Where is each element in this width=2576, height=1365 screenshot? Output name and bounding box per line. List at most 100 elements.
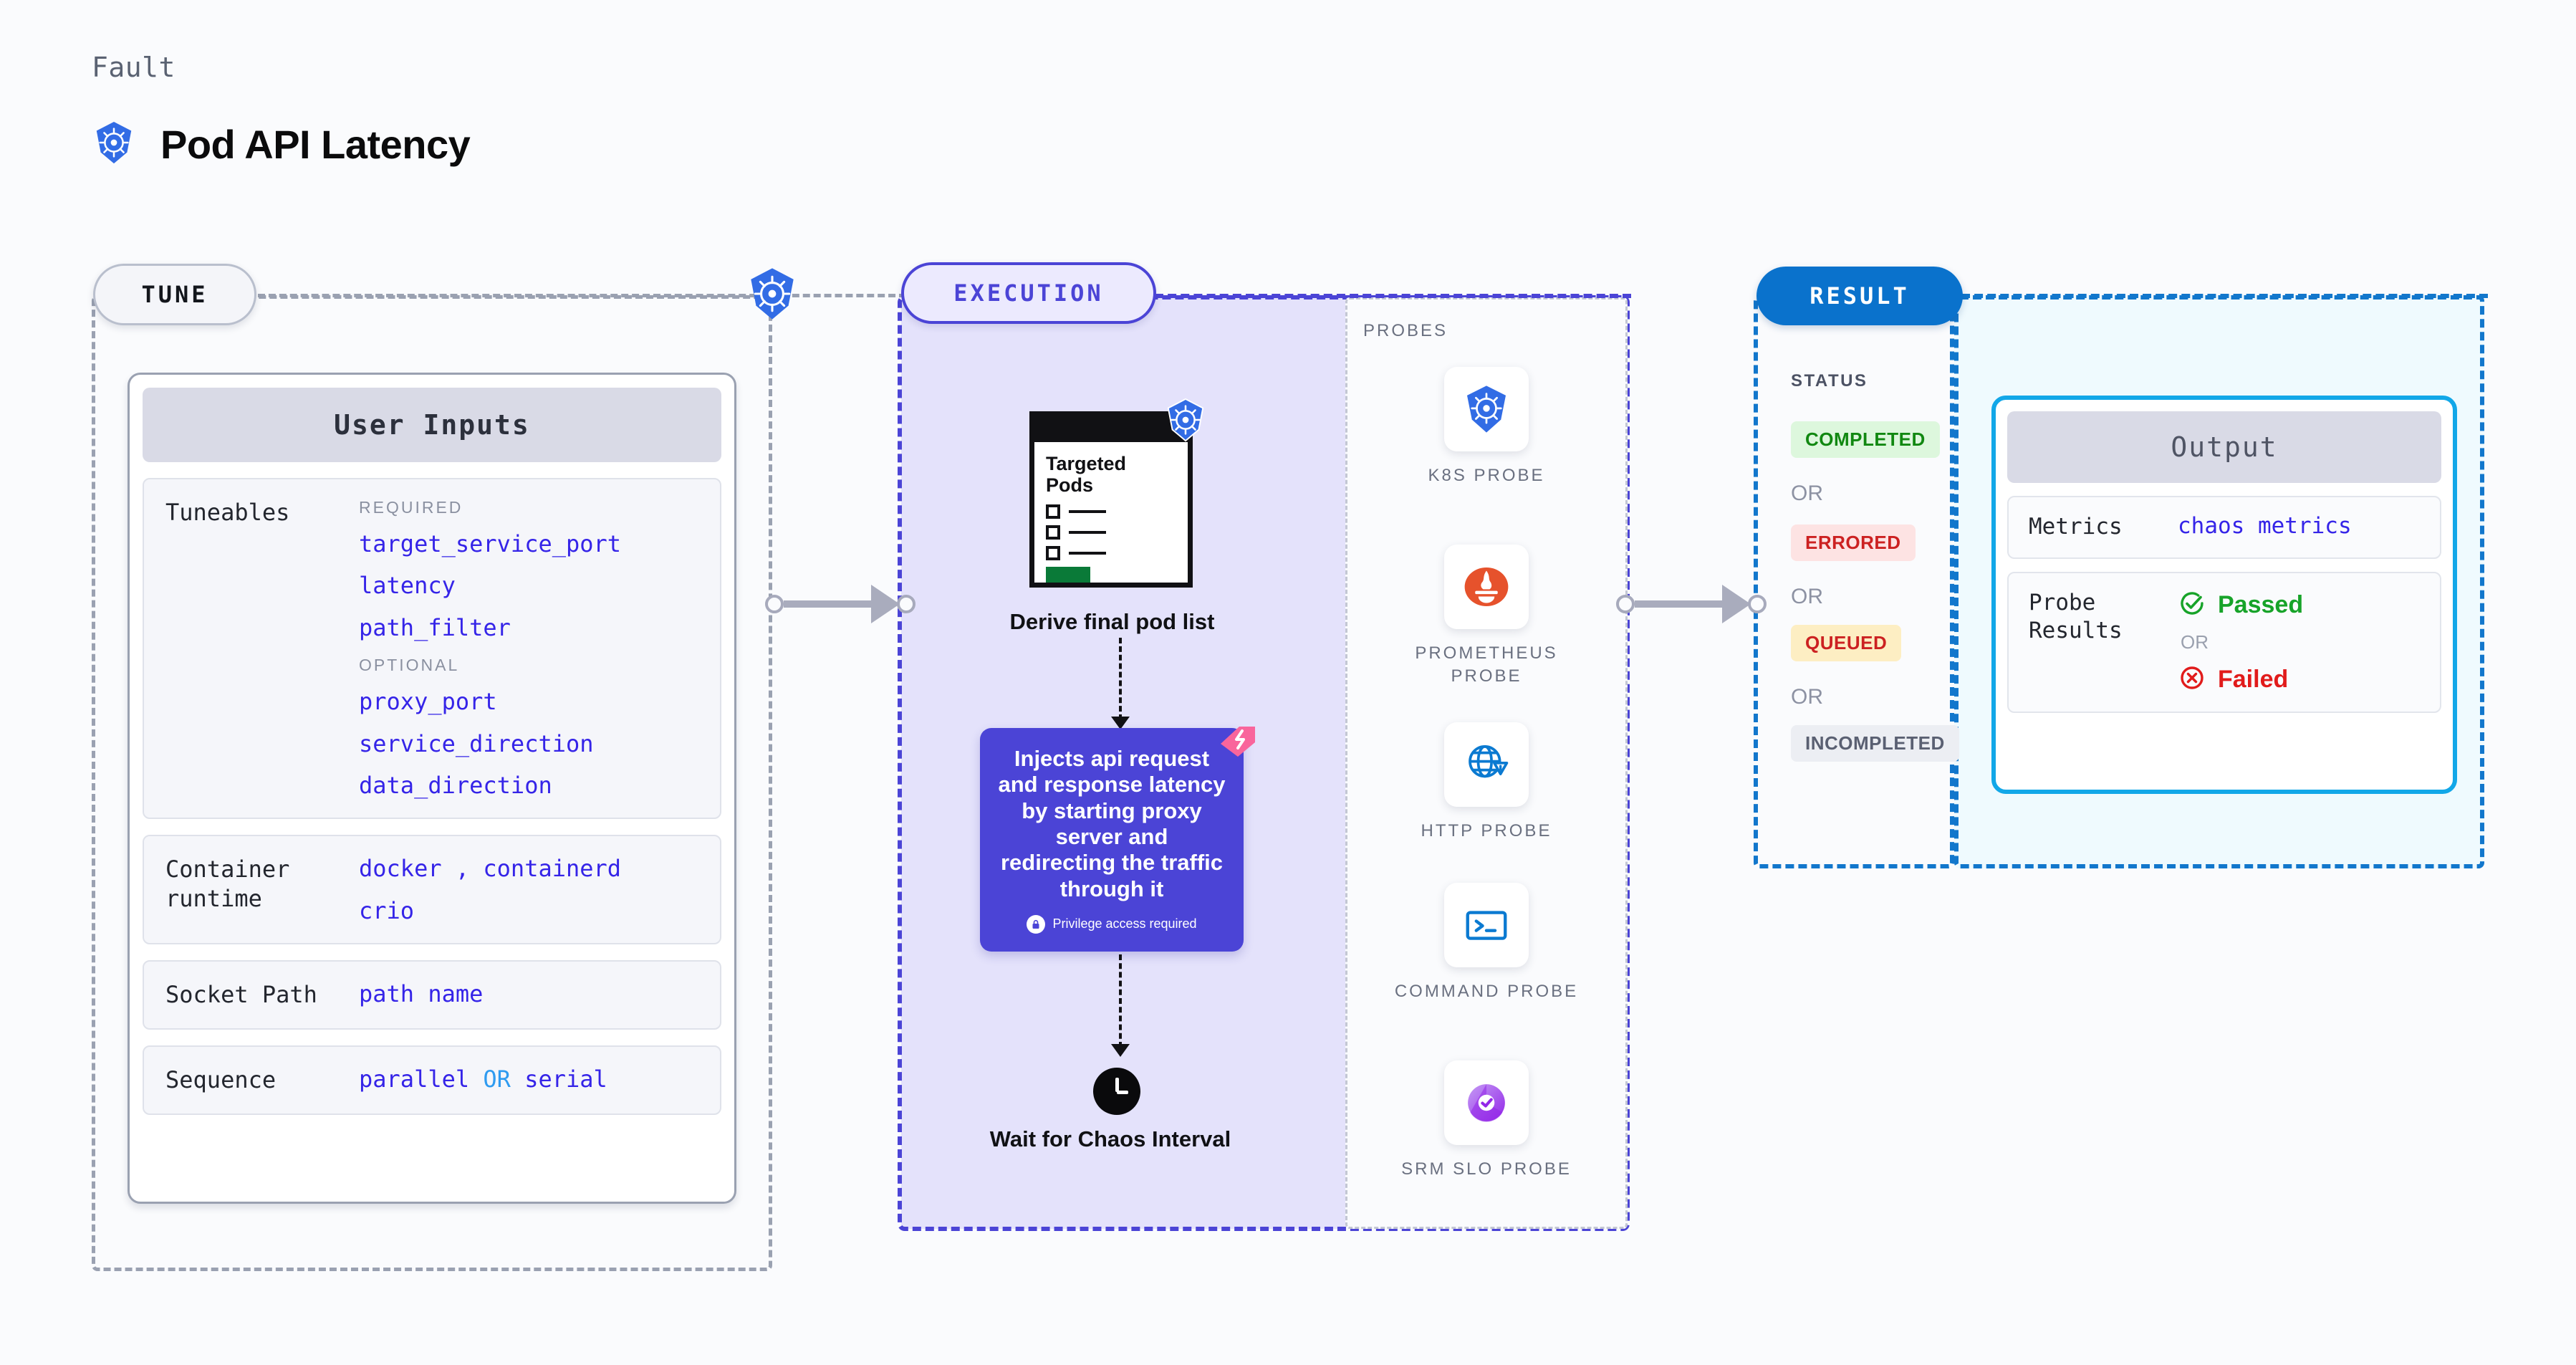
clock-icon — [1093, 1068, 1140, 1115]
kubernetes-icon — [745, 267, 799, 321]
probe-result-passed: Passed — [2178, 589, 2303, 621]
execution-lane-pill[interactable]: EXECUTION — [901, 262, 1156, 324]
metrics-value[interactable]: chaos metrics — [2178, 513, 2352, 539]
socket-path-section: Socket Path path name — [143, 960, 721, 1030]
sequence-serial[interactable]: serial — [524, 1065, 607, 1093]
container-runtime-body: docker , containerd crio — [359, 855, 698, 924]
progress-bar — [1046, 567, 1090, 583]
checkbox-icon — [1046, 546, 1060, 561]
probe-command[interactable]: COMMAND PROBE — [1393, 883, 1580, 1003]
metrics-section: Metrics chaos metrics — [2007, 496, 2441, 559]
status-badge-queued: QUEUED — [1791, 625, 1902, 661]
connector-start-dot — [765, 595, 784, 613]
runtime-crio[interactable]: crio — [359, 896, 415, 924]
check-circle-icon — [2178, 589, 2206, 621]
kubernetes-icon — [92, 120, 136, 168]
container-runtime-section: Container runtime docker , containerd cr… — [143, 835, 721, 945]
checkbox-icon — [1046, 504, 1060, 519]
probe-label: K8S PROBE — [1428, 466, 1545, 485]
placeholder-line — [1069, 510, 1106, 514]
tuneable-proxy-port[interactable]: proxy_port — [359, 688, 497, 716]
probe-label: COMMAND PROBE — [1394, 982, 1579, 1001]
probe-srm-slo[interactable]: SRM SLO PROBE — [1393, 1060, 1580, 1181]
connector-arrowhead — [871, 585, 900, 623]
runtime-separator: , — [455, 855, 470, 883]
socket-path-body: path name — [359, 980, 698, 1010]
required-heading: REQUIRED — [359, 498, 463, 517]
socket-path-label: Socket Path — [165, 981, 317, 1009]
connector-tune-to-execution — [765, 585, 915, 623]
placeholder-line — [1069, 531, 1106, 535]
tune-leader-line — [258, 294, 906, 297]
status-badge-errored: ERRORED — [1791, 525, 1916, 561]
privilege-note: Privilege access required — [1027, 914, 1197, 934]
status-badge-incompleted: INCOMPLETED — [1791, 725, 1959, 762]
probe-results-label: Probe Results — [2029, 589, 2123, 644]
execution-leader-line — [1155, 294, 1631, 298]
probes-title: PROBES — [1363, 321, 1448, 340]
probe-k8s[interactable]: K8S PROBE — [1393, 367, 1580, 487]
list-item — [1046, 504, 1176, 519]
result-lane-pill[interactable]: RESULT — [1756, 267, 1963, 325]
tuneables-section: Tuneables REQUIRED target_service_port l… — [143, 478, 721, 820]
tune-lane-pill[interactable]: TUNE — [93, 264, 256, 325]
flow-arrow-icon — [1111, 717, 1130, 729]
connector-bar — [784, 600, 873, 608]
srm-slo-icon — [1444, 1060, 1529, 1145]
connector-end-dot — [897, 595, 915, 613]
probe-result-passed-text: Passed — [2218, 590, 2304, 618]
inject-latency-step: Injects api request and response latency… — [980, 728, 1244, 952]
probe-http[interactable]: HTTP PROBE — [1393, 722, 1580, 843]
output-card: Output Metrics chaos metrics Probe Resul… — [1991, 396, 2457, 794]
prometheus-icon — [1444, 545, 1529, 629]
targeted-pods-list — [1046, 504, 1176, 583]
connector-execution-to-result — [1616, 585, 1767, 623]
connector-arrowhead — [1722, 585, 1751, 623]
litmus-chaos-icon — [1218, 724, 1256, 758]
sequence-parallel[interactable]: parallel — [359, 1065, 470, 1093]
tuneable-latency[interactable]: latency — [359, 572, 456, 600]
container-runtime-label: Container runtime — [165, 856, 290, 913]
socket-path-value[interactable]: path name — [359, 980, 484, 1008]
tuneable-path-filter[interactable]: path_filter — [359, 613, 511, 641]
or-label: OR — [2181, 631, 2209, 653]
status-badge-completed: COMPLETED — [1791, 421, 1940, 458]
lock-icon — [1027, 914, 1046, 934]
user-inputs-title: User Inputs — [143, 388, 721, 462]
runtime-containerd[interactable]: containerd — [483, 855, 622, 883]
sequence-section: Sequence parallel OR serial — [143, 1045, 721, 1116]
runtime-docker[interactable]: docker — [359, 855, 442, 883]
sequence-values: parallel OR serial — [359, 1065, 698, 1093]
result-leader-line — [1961, 294, 2488, 298]
privilege-note-text: Privilege access required — [1052, 916, 1197, 931]
tuneables-body: REQUIRED target_service_port latency pat… — [359, 498, 698, 799]
list-item — [1046, 525, 1176, 540]
wait-for-chaos-interval-label: Wait for Chaos Interval — [989, 1126, 1231, 1151]
container-runtime-values-line1: docker , containerd — [359, 855, 698, 882]
probe-label: HTTP PROBE — [1421, 821, 1552, 840]
page-title-row: Pod API Latency — [92, 120, 471, 168]
targeted-pods-card: Targeted Pods — [1029, 411, 1193, 588]
probe-result-failed: Failed — [2178, 664, 2303, 696]
metrics-label: Metrics — [2029, 514, 2123, 540]
sequence-body: parallel OR serial — [359, 1065, 698, 1095]
probe-prometheus[interactable]: PROMETHEUS PROBE — [1393, 545, 1580, 687]
inject-description: Injects api request and response latency… — [998, 746, 1226, 901]
connector-end-dot — [1748, 595, 1767, 613]
kubernetes-icon — [1444, 367, 1529, 451]
flow-connector-line — [1119, 638, 1122, 720]
tuneable-data-direction[interactable]: data_direction — [359, 771, 552, 799]
tuneable-service-direction[interactable]: service_direction — [359, 729, 594, 757]
probe-label: SRM SLO PROBE — [1401, 1159, 1572, 1179]
connector-bar — [1635, 600, 1724, 608]
probe-result-failed-text: Failed — [2218, 665, 2289, 693]
placeholder-line — [1069, 552, 1106, 555]
sequence-label: Sequence — [165, 1066, 277, 1094]
page-title: Pod API Latency — [160, 122, 471, 167]
tuneable-target-service-port[interactable]: target_service_port — [359, 530, 622, 557]
checkbox-icon — [1046, 525, 1060, 540]
status-title: STATUS — [1791, 371, 1868, 391]
targeted-pods-titlebar — [1034, 416, 1188, 442]
list-item — [1046, 546, 1176, 561]
